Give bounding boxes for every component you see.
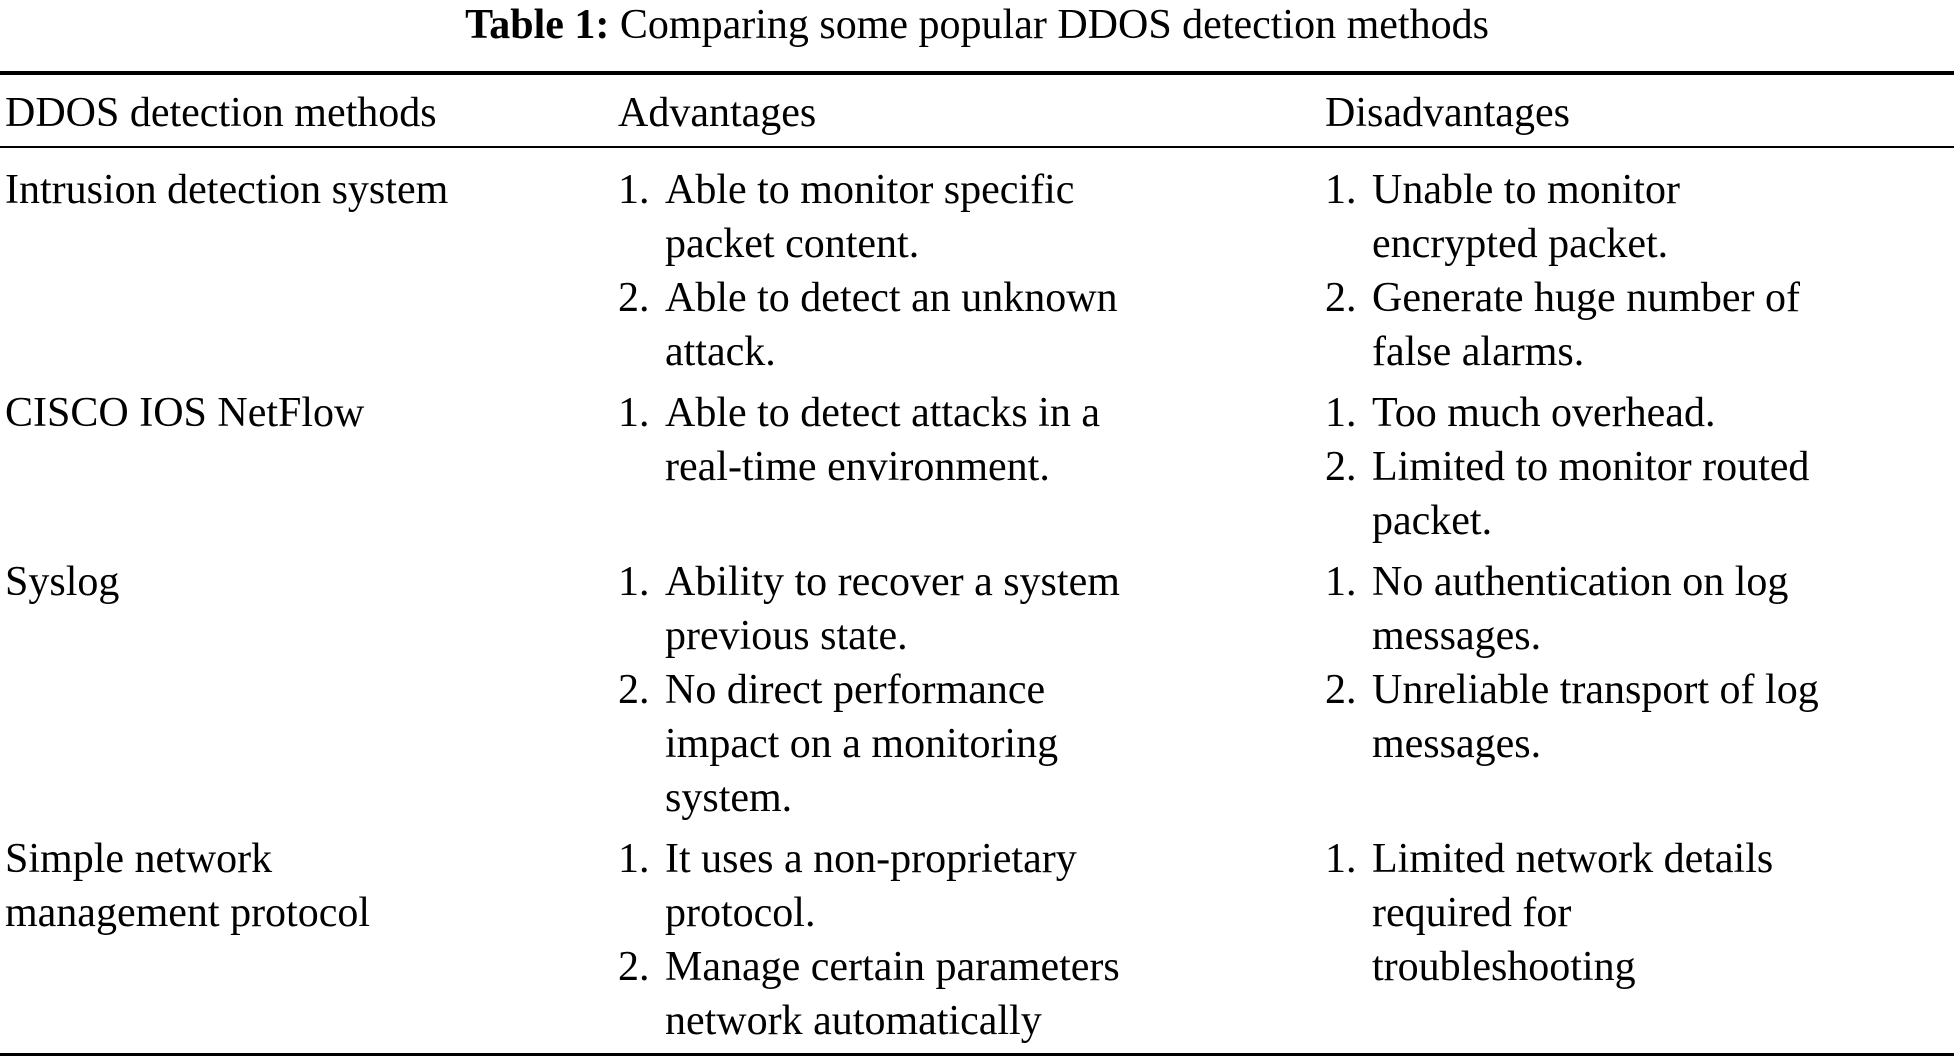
caption-label: Table 1: <box>465 2 610 48</box>
item-line: Ability to recover a system <box>665 559 1120 605</box>
list-item: 2. Generate huge number of false alarms. <box>1325 271 1954 379</box>
item-line: Able to detect an unknown <box>665 275 1118 321</box>
header-methods: DDOS detection methods <box>5 90 437 136</box>
item-number: 2. <box>1325 667 1357 713</box>
method-cell: Simple network management protocol <box>5 832 585 940</box>
list-item: 2. Able to detect an unknown attack. <box>618 271 1298 379</box>
list-item: 1. Too much overhead. <box>1325 386 1954 440</box>
item-line: troubleshooting <box>1372 944 1636 990</box>
list-item: 2. Limited to monitor routed packet. <box>1325 440 1954 548</box>
method-line: Syslog <box>5 559 120 605</box>
method-line: Simple network <box>5 836 273 882</box>
item-number: 1. <box>618 836 650 882</box>
list-item: 1. Ability to recover a system previous … <box>618 555 1298 663</box>
bottom-rule <box>0 1053 1954 1056</box>
item-line: Able to monitor specific <box>665 167 1075 213</box>
item-line: required for <box>1372 890 1572 936</box>
method-cell: Intrusion detection system <box>5 163 585 217</box>
item-line: previous state. <box>665 613 908 659</box>
item-line: Able to detect attacks in a <box>665 390 1100 436</box>
item-line: network automatically <box>665 998 1042 1044</box>
list-item: 1. It uses a non-proprietary protocol. <box>618 832 1298 940</box>
list-item: 1. Unable to monitor encrypted packet. <box>1325 163 1954 271</box>
item-line: Unreliable transport of log <box>1372 667 1819 713</box>
item-line: Manage certain parameters <box>665 944 1120 990</box>
caption-text: Comparing some popular DDOS detection me… <box>619 2 1489 48</box>
advantages-cell: 1. Ability to recover a system previous … <box>618 555 1298 825</box>
disadvantages-cell: 1. Limited network details required for … <box>1325 832 1954 994</box>
item-line: real-time environment. <box>665 444 1050 490</box>
item-number: 2. <box>1325 275 1357 321</box>
item-number: 1. <box>1325 390 1357 436</box>
item-number: 1. <box>1325 836 1357 882</box>
item-line: No authentication on log <box>1372 559 1789 605</box>
top-rule <box>0 71 1954 75</box>
list-item: 1. Able to detect attacks in a real-time… <box>618 386 1298 494</box>
list-item: 2. Manage certain parameters network aut… <box>618 940 1298 1048</box>
method-line: CISCO IOS NetFlow <box>5 390 365 436</box>
method-line: management protocol <box>5 890 371 936</box>
item-line: impact on a monitoring <box>665 721 1059 767</box>
table-caption: Table 1: Comparing some popular DDOS det… <box>0 0 1954 50</box>
item-line: Too much overhead. <box>1372 390 1716 436</box>
item-line: encrypted packet. <box>1372 221 1669 267</box>
item-number: 2. <box>618 275 650 321</box>
advantages-cell: 1. Able to detect attacks in a real-time… <box>618 386 1298 494</box>
item-line: It uses a non-proprietary <box>665 836 1077 882</box>
disadvantages-cell: 1. No authentication on log messages. 2.… <box>1325 555 1954 771</box>
item-line: false alarms. <box>1372 329 1585 375</box>
item-number: 1. <box>618 390 650 436</box>
list-item: 2. Unreliable transport of log messages. <box>1325 663 1954 771</box>
item-number: 1. <box>1325 167 1357 213</box>
item-line: attack. <box>665 329 776 375</box>
item-line: Generate huge number of <box>1372 275 1800 321</box>
item-line: system. <box>665 775 793 821</box>
item-number: 1. <box>1325 559 1357 605</box>
item-line: messages. <box>1372 613 1542 659</box>
disadvantages-cell: 1. Too much overhead. 2. Limited to moni… <box>1325 386 1954 548</box>
item-number: 2. <box>618 944 650 990</box>
item-line: protocol. <box>665 890 816 936</box>
item-line: packet content. <box>665 221 920 267</box>
item-line: packet. <box>1372 498 1493 544</box>
disadvantages-cell: 1. Unable to monitor encrypted packet. 2… <box>1325 163 1954 379</box>
item-number: 2. <box>618 667 650 713</box>
list-item: 1. Able to monitor specific packet conte… <box>618 163 1298 271</box>
item-number: 1. <box>618 559 650 605</box>
method-cell: CISCO IOS NetFlow <box>5 386 585 440</box>
item-number: 1. <box>618 167 650 213</box>
header-advantages: Advantages <box>618 90 817 136</box>
method-cell: Syslog <box>5 555 585 609</box>
item-line: Limited to monitor routed <box>1372 444 1810 490</box>
advantages-cell: 1. It uses a non-proprietary protocol. 2… <box>618 832 1298 1048</box>
header-rule <box>0 146 1954 148</box>
list-item: 1. No authentication on log messages. <box>1325 555 1954 663</box>
list-item: 1. Limited network details required for … <box>1325 832 1954 994</box>
advantages-cell: 1. Able to monitor specific packet conte… <box>618 163 1298 379</box>
item-line: Limited network details <box>1372 836 1774 882</box>
header-disadvantages: Disadvantages <box>1325 90 1570 136</box>
item-number: 2. <box>1325 444 1357 490</box>
method-line: Intrusion detection system <box>5 167 449 213</box>
item-line: messages. <box>1372 721 1542 767</box>
item-line: No direct performance <box>665 667 1046 713</box>
list-item: 2. No direct performance impact on a mon… <box>618 663 1298 825</box>
item-line: Unable to monitor <box>1372 167 1680 213</box>
